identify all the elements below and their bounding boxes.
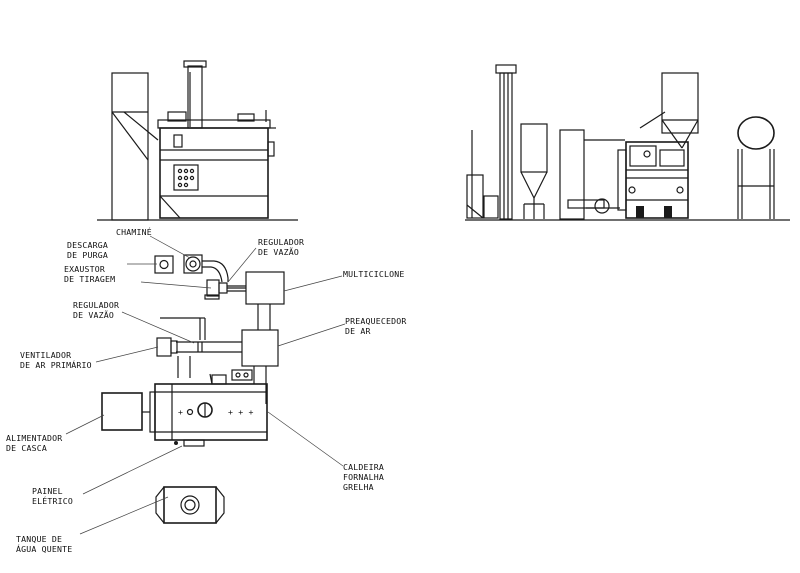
label-regulador-top-2: DE VAZÃO <box>258 247 299 257</box>
label-regulador-mid-2: DE VAZÃO <box>73 310 114 320</box>
front-elevation-view <box>97 60 298 221</box>
label-descarga-1: DESCARGA <box>67 240 108 250</box>
plan-view: + + + + <box>101 254 285 524</box>
labels: CHAMINÉ DESCARGA DE PURGA REGULADOR DE V… <box>6 226 407 554</box>
leader-lines <box>65 235 346 535</box>
label-exaustor-2: DE TIRAGEM <box>64 274 115 284</box>
label-descarga-2: DE PURGA <box>67 250 108 260</box>
label-caldeira-3: GRELHA <box>343 482 374 492</box>
label-ventilador-1: VENTILADOR <box>20 350 71 360</box>
label-regulador-mid-1: REGULADOR <box>73 300 119 310</box>
label-ventilador-2: DE AR PRIMÁRIO <box>20 359 92 370</box>
label-regulador-top-1: REGULADOR <box>258 237 304 247</box>
label-caldeira-1: CALDEIRA <box>343 462 384 472</box>
label-caldeira-2: FORNALHA <box>343 472 384 482</box>
label-alimentador-1: ALIMENTADOR <box>6 433 62 443</box>
label-alimentador-2: DE CASCA <box>6 443 47 453</box>
svg-text:+ + +: + + + <box>228 407 254 417</box>
label-painel-2: ELÉTRICO <box>32 495 73 506</box>
label-preaquecedor-2: DE AR <box>345 326 371 336</box>
label-painel-1: PAINEL <box>32 486 63 496</box>
label-multiciclone: MULTICICLONE <box>343 269 405 279</box>
label-tanque-1: TANQUE DE <box>16 534 62 544</box>
label-exaustor-1: EXAUSTOR <box>64 264 105 274</box>
svg-text:+: + <box>178 407 183 417</box>
side-elevation-view <box>465 64 790 221</box>
label-chamine: CHAMINÉ <box>116 226 152 237</box>
label-tanque-2: ÁGUA QUENTE <box>16 543 72 554</box>
label-preaquecedor-1: PREAQUECEDOR <box>345 316 407 326</box>
